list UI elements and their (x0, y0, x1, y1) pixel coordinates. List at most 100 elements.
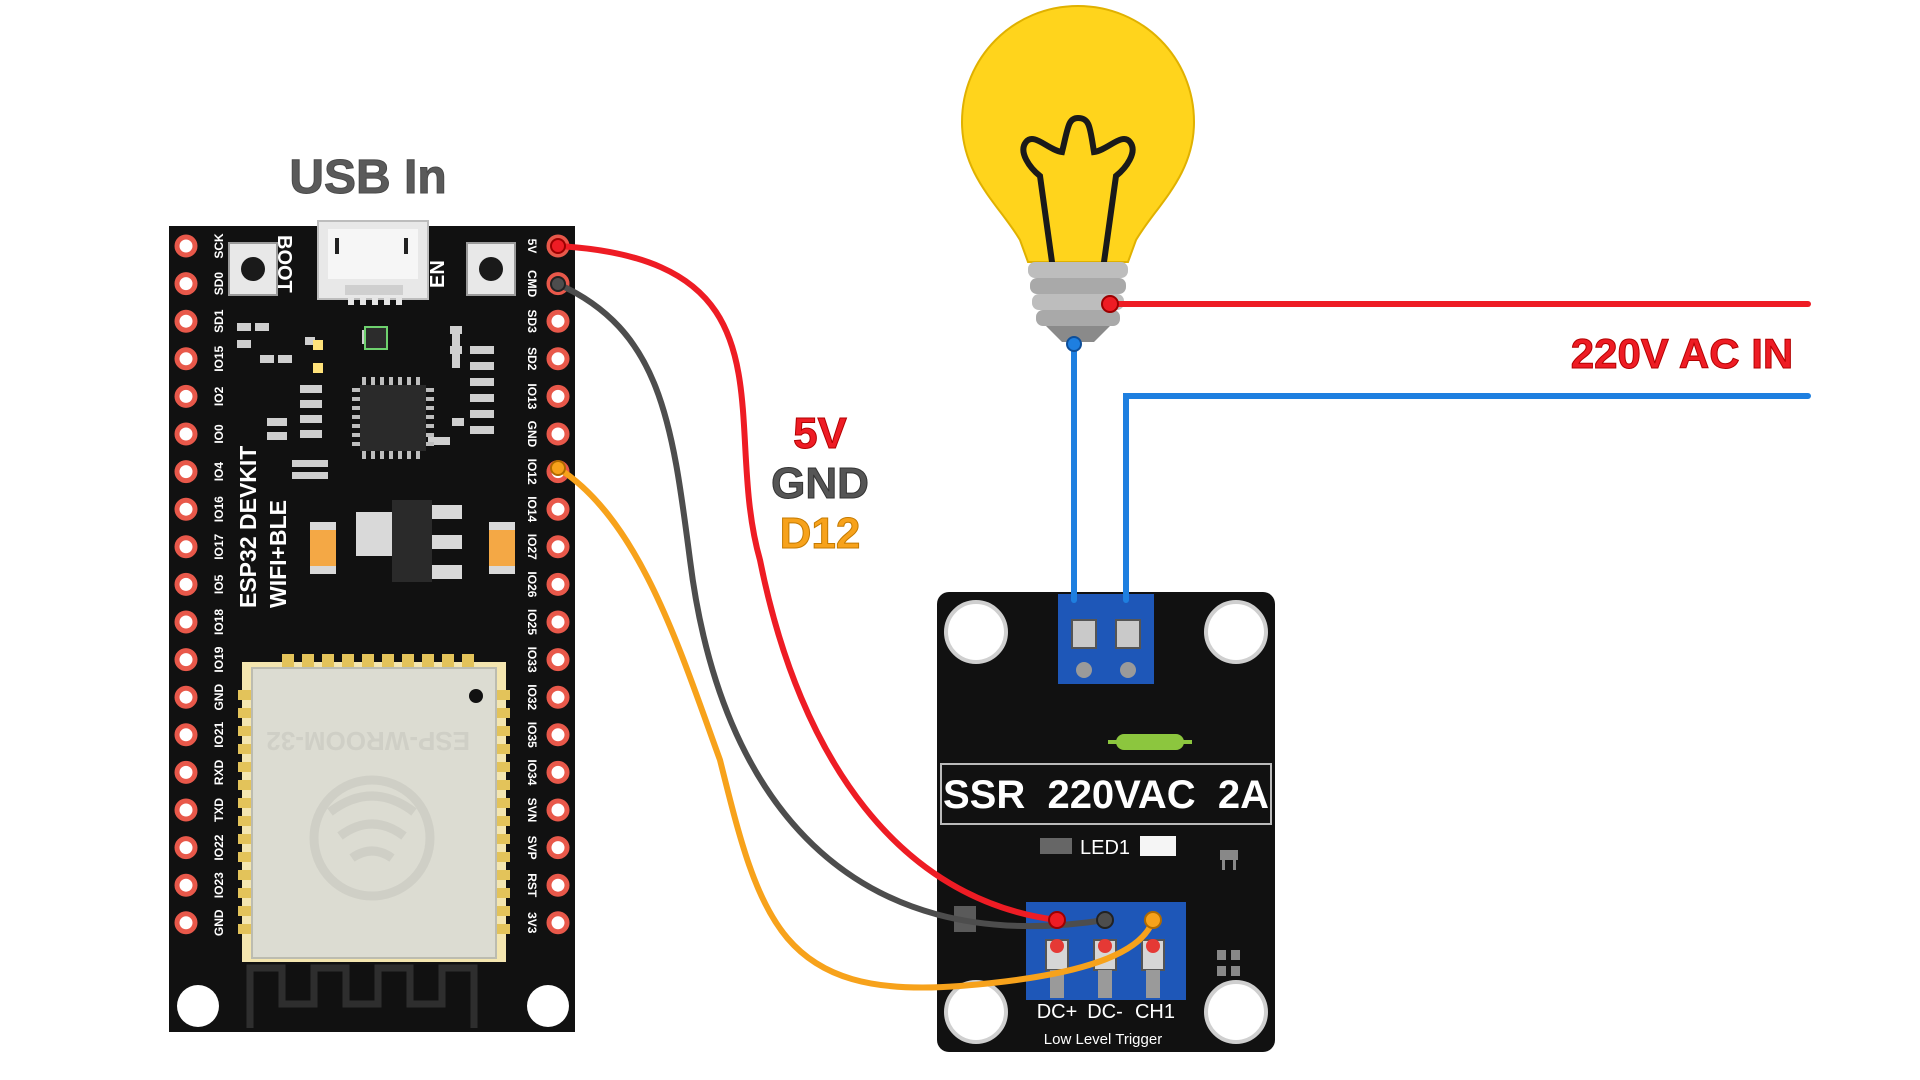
chip-pin (407, 377, 411, 385)
header-pin (174, 610, 198, 634)
chip-pin (407, 451, 411, 459)
pin-label: IO13 (525, 383, 539, 409)
antenna-trace (246, 964, 478, 1028)
module-pin (238, 780, 252, 790)
bulb-base (1028, 262, 1128, 342)
chip-pin (426, 397, 434, 401)
pin-label: SCK (212, 233, 226, 259)
module-pin (238, 870, 252, 880)
status-led-2 (313, 363, 323, 373)
mounting-hole (527, 985, 569, 1027)
pin-label: IO23 (212, 872, 226, 898)
wire-5v (555, 243, 1060, 923)
pin-label: IO21 (212, 721, 226, 747)
esp32-left-header (174, 234, 198, 935)
esp32-devkit-board: SCKSD0SD1IO15IO2IO0IO4IO16IO17IO5IO18IO1… (169, 220, 575, 1032)
header-pin (546, 911, 570, 935)
status-led-1 (313, 340, 323, 350)
chip-pin (352, 388, 360, 392)
pin-label: SD3 (525, 310, 539, 334)
header-pin (546, 760, 570, 784)
trigger-note: Low Level Trigger (1044, 1031, 1162, 1048)
module-pin (322, 654, 334, 668)
header-pin (546, 497, 570, 521)
led1-resistor (1040, 838, 1072, 854)
led1-label: LED1 (1080, 837, 1130, 859)
module-pin (238, 798, 252, 808)
wire-end-d12-ssr (1144, 911, 1162, 929)
ssr-transistor (1220, 850, 1238, 870)
chip-pin (371, 451, 375, 459)
mounting-hole (944, 980, 1008, 1044)
module-pin (238, 924, 252, 934)
chip-pin (352, 397, 360, 401)
header-pin (174, 460, 198, 484)
module-pin (238, 816, 252, 826)
header-pin (546, 572, 570, 596)
header-pin (174, 798, 198, 822)
module-pin (402, 654, 414, 668)
chip-pin (389, 377, 393, 385)
pin-label: IO5 (212, 574, 226, 594)
usb-uart-chip (352, 377, 434, 459)
header-pin (174, 685, 198, 709)
module-pin (238, 690, 252, 700)
bulb-filament (1020, 114, 1136, 265)
pin-label: RST (525, 873, 539, 898)
header-pin (174, 497, 198, 521)
pin-label: IO17 (212, 533, 226, 559)
en-label: EN (427, 260, 449, 288)
header-pin (174, 347, 198, 371)
header-pin (174, 648, 198, 672)
module-pin (238, 888, 252, 898)
header-pin (174, 309, 198, 333)
board-subtitle: WIFI+BLE (265, 500, 291, 608)
pin-label-dc-plus: DC+ (1037, 1001, 1078, 1023)
wire-end-gnd-esp (550, 276, 566, 292)
header-pin (174, 384, 198, 408)
tantalum-capacitor-right (489, 522, 515, 574)
header-pin (546, 535, 570, 559)
wire-d12 (555, 465, 1156, 991)
module-pin (422, 654, 434, 668)
header-pin (546, 685, 570, 709)
espressif-logo (309, 775, 435, 901)
mounting-hole (1204, 600, 1268, 664)
ac-neutral-wire (1123, 393, 1811, 603)
chip-pin (398, 451, 402, 459)
mounting-hole (1204, 980, 1268, 1044)
pin-label: SVN (525, 798, 539, 823)
wires (555, 243, 1811, 991)
module-pin (462, 654, 474, 668)
pin-label: IO33 (525, 647, 539, 673)
pin-label: IO2 (212, 386, 226, 406)
ssr-smd-parts (1217, 950, 1240, 976)
boot-button (228, 242, 278, 296)
header-pin (174, 535, 198, 559)
pin-label: IO26 (525, 571, 539, 597)
module-pin (496, 888, 510, 898)
module-pin (342, 654, 354, 668)
chip-pin (362, 377, 366, 385)
header-pin (174, 836, 198, 860)
esp32-right-pin-labels: 5VCMDSD3SD2IO13GNDIO12IO14IO27IO26IO25IO… (525, 239, 539, 934)
chip-pin (352, 442, 360, 446)
module-pin (496, 726, 510, 736)
bulb-glass (960, 4, 1196, 263)
pin-label: IO35 (525, 722, 539, 748)
chip-pin (426, 442, 434, 446)
pin-label: SD2 (525, 347, 539, 371)
ssr-title: SSR 220VAC 2A (943, 773, 1269, 817)
wire-end-d12-esp (550, 460, 566, 476)
chip-pin (426, 415, 434, 419)
legend-5v: 5V (793, 409, 847, 458)
pin-label: IO27 (525, 534, 539, 560)
tantalum-capacitor-left (310, 522, 336, 574)
wire-end-5v-ssr (1048, 911, 1066, 929)
header-pin (546, 648, 570, 672)
chip-pin (380, 377, 384, 385)
module-pin (238, 852, 252, 862)
chip-pin (352, 433, 360, 437)
pin-label: RXD (212, 759, 226, 785)
